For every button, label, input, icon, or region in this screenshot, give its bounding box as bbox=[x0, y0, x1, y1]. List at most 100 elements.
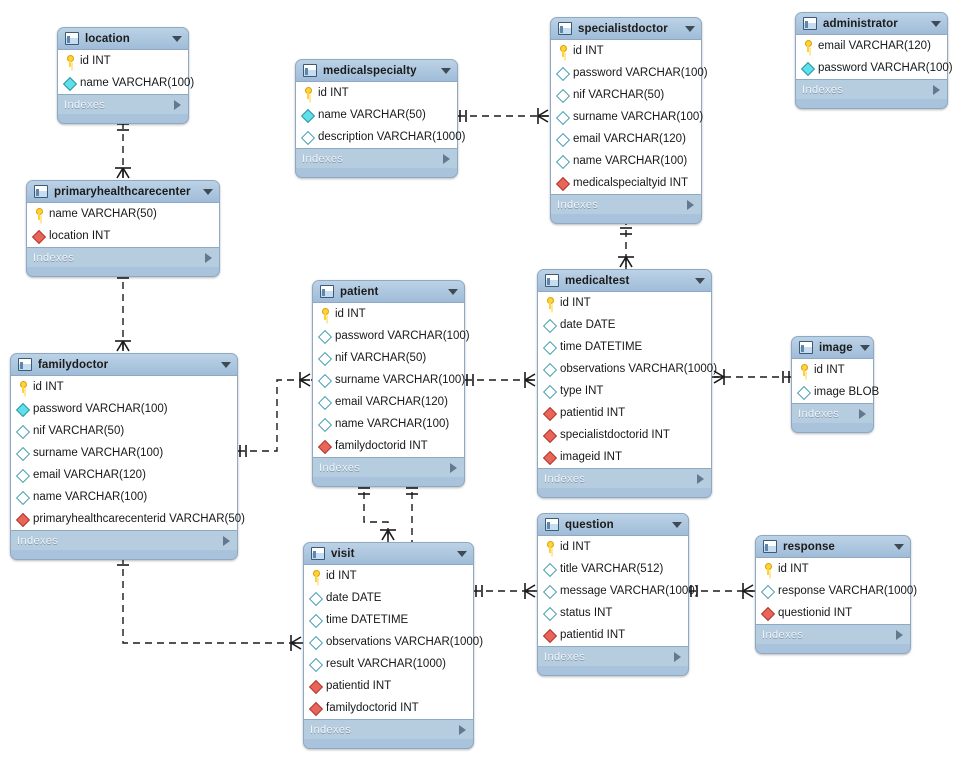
table-column[interactable]: surname VARCHAR(100) bbox=[313, 369, 465, 391]
table-column[interactable]: surname VARCHAR(100) bbox=[551, 106, 703, 128]
chevron-down-icon[interactable] bbox=[859, 344, 870, 351]
table-column[interactable]: email VARCHAR(120) bbox=[551, 128, 701, 150]
chevron-right-icon[interactable] bbox=[459, 724, 466, 735]
table-column[interactable]: password VARCHAR(100) bbox=[11, 398, 237, 420]
chevron-down-icon[interactable] bbox=[221, 361, 231, 368]
chevron-right-icon[interactable] bbox=[443, 153, 450, 164]
table-column[interactable]: date DATE bbox=[538, 314, 711, 336]
table-header-medicalspecialty[interactable]: medicalspecialty bbox=[296, 60, 457, 81]
table-column[interactable]: familydoctorid INT bbox=[313, 435, 464, 457]
table-column[interactable]: id INT bbox=[296, 82, 457, 104]
table-column[interactable]: specialistdoctorid INT bbox=[538, 424, 711, 446]
table-header-patient[interactable]: patient bbox=[313, 281, 464, 302]
table-column[interactable]: password VARCHAR(100) bbox=[551, 62, 708, 84]
table-column[interactable]: password VARCHAR(100) bbox=[313, 325, 470, 347]
table-column[interactable]: patientid INT bbox=[538, 624, 688, 646]
table-header-location[interactable]: location bbox=[58, 28, 188, 49]
table-column[interactable]: id INT bbox=[11, 376, 237, 398]
table-column[interactable]: image BLOB bbox=[792, 381, 879, 403]
table-column[interactable]: email VARCHAR(120) bbox=[313, 391, 464, 413]
table-column[interactable]: date DATE bbox=[304, 587, 473, 609]
table-column[interactable]: observations VARCHAR(1000) bbox=[538, 358, 717, 380]
chevron-right-icon[interactable] bbox=[687, 199, 694, 210]
table-column[interactable]: nif VARCHAR(50) bbox=[313, 347, 464, 369]
table-column[interactable]: result VARCHAR(1000) bbox=[304, 653, 473, 675]
table-column[interactable]: patientid INT bbox=[538, 402, 711, 424]
chevron-right-icon[interactable] bbox=[450, 462, 457, 473]
chevron-right-icon[interactable] bbox=[223, 535, 230, 546]
table-column[interactable]: name VARCHAR(50) bbox=[27, 203, 219, 225]
chevron-down-icon[interactable] bbox=[441, 67, 451, 74]
table-column[interactable]: message VARCHAR(1000) bbox=[538, 580, 698, 602]
table-header-administrator[interactable]: administrator bbox=[796, 13, 947, 34]
indexes-section[interactable]: Indexes bbox=[296, 149, 457, 168]
table-header-medicaltest[interactable]: medicaltest bbox=[538, 270, 711, 291]
chevron-down-icon[interactable] bbox=[894, 543, 904, 550]
table-column[interactable]: medicalspecialtyid INT bbox=[551, 172, 701, 194]
table-column[interactable]: name VARCHAR(50) bbox=[296, 104, 457, 126]
table-column[interactable]: nif VARCHAR(50) bbox=[11, 420, 237, 442]
table-column[interactable]: name VARCHAR(100) bbox=[11, 486, 237, 508]
table-column[interactable]: id INT bbox=[313, 303, 464, 325]
chevron-right-icon[interactable] bbox=[697, 473, 704, 484]
indexes-section[interactable]: Indexes bbox=[796, 80, 947, 99]
table-column[interactable]: id INT bbox=[756, 558, 910, 580]
table-column[interactable]: name VARCHAR(100) bbox=[313, 413, 464, 435]
table-column[interactable]: name VARCHAR(100) bbox=[551, 150, 701, 172]
table-column[interactable]: id INT bbox=[304, 565, 473, 587]
table-column[interactable]: id INT bbox=[538, 292, 711, 314]
indexes-section[interactable]: Indexes bbox=[304, 720, 473, 739]
table-column[interactable]: id INT bbox=[792, 359, 873, 381]
table-column[interactable]: id INT bbox=[538, 536, 688, 558]
table-column[interactable]: time DATETIME bbox=[304, 609, 473, 631]
table-header-specialistdoctor[interactable]: specialistdoctor bbox=[551, 18, 701, 39]
table-column[interactable]: name VARCHAR(100) bbox=[58, 72, 194, 94]
chevron-down-icon[interactable] bbox=[448, 288, 458, 295]
indexes-section[interactable]: Indexes bbox=[551, 195, 701, 214]
chevron-down-icon[interactable] bbox=[695, 277, 705, 284]
chevron-right-icon[interactable] bbox=[205, 252, 212, 263]
chevron-right-icon[interactable] bbox=[859, 408, 866, 419]
table-column[interactable]: title VARCHAR(512) bbox=[538, 558, 688, 580]
table-column[interactable]: email VARCHAR(120) bbox=[796, 35, 947, 57]
indexes-section[interactable]: Indexes bbox=[58, 95, 188, 114]
indexes-section[interactable]: Indexes bbox=[27, 248, 219, 267]
table-column[interactable]: surname VARCHAR(100) bbox=[11, 442, 237, 464]
indexes-section[interactable]: Indexes bbox=[538, 647, 688, 666]
chevron-right-icon[interactable] bbox=[174, 99, 181, 110]
chevron-down-icon[interactable] bbox=[203, 188, 213, 195]
chevron-down-icon[interactable] bbox=[172, 35, 182, 42]
table-column[interactable]: description VARCHAR(1000) bbox=[296, 126, 465, 148]
table-column[interactable]: status INT bbox=[538, 602, 688, 624]
chevron-down-icon[interactable] bbox=[685, 25, 695, 32]
chevron-right-icon[interactable] bbox=[896, 629, 903, 640]
table-column[interactable]: time DATETIME bbox=[538, 336, 711, 358]
chevron-right-icon[interactable] bbox=[933, 84, 940, 95]
chevron-right-icon[interactable] bbox=[674, 651, 681, 662]
table-column[interactable]: imageid INT bbox=[538, 446, 711, 468]
table-column[interactable]: observations VARCHAR(1000) bbox=[304, 631, 483, 653]
indexes-section[interactable]: Indexes bbox=[11, 531, 237, 550]
table-column[interactable]: nif VARCHAR(50) bbox=[551, 84, 701, 106]
table-column[interactable]: type INT bbox=[538, 380, 711, 402]
table-column[interactable]: familydoctorid INT bbox=[304, 697, 473, 719]
chevron-down-icon[interactable] bbox=[457, 550, 467, 557]
table-column[interactable]: primaryhealthcarecenterid VARCHAR(50) bbox=[11, 508, 245, 530]
table-header-question[interactable]: question bbox=[538, 514, 688, 535]
table-column[interactable]: questionid INT bbox=[756, 602, 910, 624]
table-column[interactable]: location INT bbox=[27, 225, 219, 247]
indexes-section[interactable]: Indexes bbox=[792, 404, 873, 423]
table-header-response[interactable]: response bbox=[756, 536, 910, 557]
chevron-down-icon[interactable] bbox=[931, 20, 941, 27]
table-column[interactable]: patientid INT bbox=[304, 675, 473, 697]
table-column[interactable]: id INT bbox=[551, 40, 701, 62]
table-column[interactable]: response VARCHAR(1000) bbox=[756, 580, 917, 602]
